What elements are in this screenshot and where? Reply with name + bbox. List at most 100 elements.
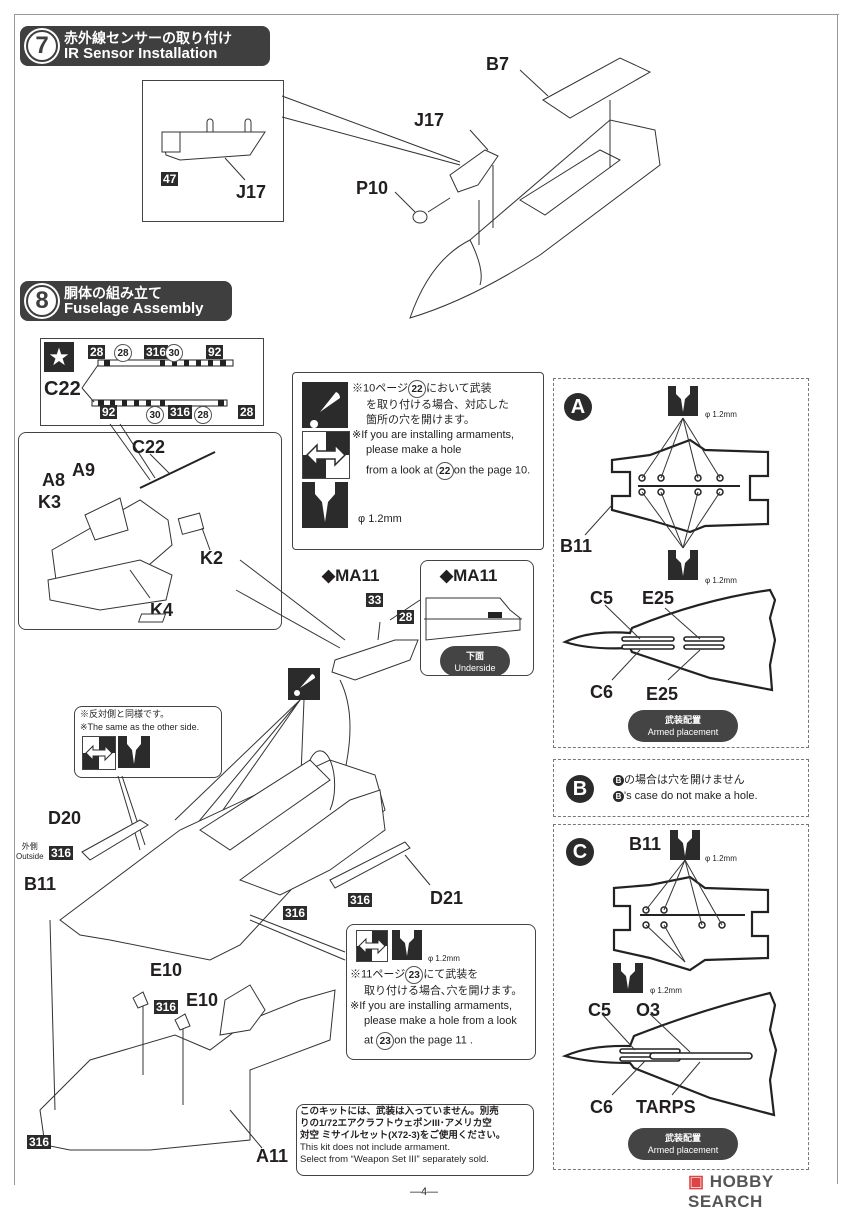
label-e10-b: E10 <box>186 990 219 1010</box>
underside-en: Underside <box>454 663 496 673</box>
panel-b-letter: B <box>566 775 594 803</box>
label-b7: B7 <box>486 54 510 74</box>
decal-code-92: 92 <box>100 405 118 419</box>
decal-code-316: 316 <box>168 405 193 419</box>
watermark: ▣ HOBBY SEARCH <box>688 1172 848 1212</box>
outside-jp: 外側 <box>21 842 38 851</box>
ref-23-circled: 23 <box>376 1032 395 1050</box>
label-c6-c: C6 <box>590 1097 614 1117</box>
label-d21: D21 <box>430 888 464 908</box>
decal-code-28: 28 <box>397 610 415 624</box>
label-j17: J17 <box>414 110 445 130</box>
note2-en-2: please make a hole from a look <box>364 1015 517 1027</box>
kit-note-en-2: Select from “Weapon Set III” separately … <box>300 1154 489 1165</box>
step-7-title-jp: 赤外線センサーの取り付け <box>64 30 232 46</box>
note-en-3a: from a look at <box>366 464 436 477</box>
note2-jp-1b: にて武装を <box>423 968 479 981</box>
decal-diamond-icon: ◆ <box>440 566 454 585</box>
note-jp-3: 箇所の穴を開けます。 <box>366 414 475 426</box>
label-a11: A11 <box>256 1146 289 1166</box>
ref-23-circled: 23 <box>405 966 424 984</box>
pill-en-a: Armed placement <box>647 727 719 737</box>
kit-note-jp-3: 対空 ミサイルセット(X72-3)をご使用ください。 <box>300 1130 506 1141</box>
note2-en-1: ※If you are installing armaments, <box>350 1000 513 1012</box>
kit-note-jp-2: りの1/72エアクラフトウェポンIII･アメリカ空 <box>300 1118 492 1129</box>
ref-22-circled: 22 <box>408 380 427 398</box>
label-b11: B11 <box>24 874 57 894</box>
paint-code-316: 316 <box>154 1000 179 1014</box>
drill-bit-icon <box>392 930 422 960</box>
label-b11-c: B11 <box>629 834 662 854</box>
outside-label: 外側 Outside <box>16 842 44 862</box>
note-en-2: please make a hole <box>366 444 462 456</box>
drill-size-bottom: φ 1.2mm <box>705 576 737 585</box>
both-sides-icon <box>302 431 350 479</box>
hobby-search-logo-icon: ▣ <box>688 1172 710 1191</box>
label-d20: D20 <box>48 808 82 828</box>
drill-bit-icon <box>302 482 348 528</box>
paint-code-316: 316 <box>27 1135 52 1149</box>
note-en-1: ※If you are installing armaments, <box>352 429 515 441</box>
decal-code-28: 28 <box>88 345 106 359</box>
panel-c-letter: C <box>566 838 594 866</box>
kit-note-box <box>296 1104 534 1176</box>
armed-placement-pill-a: 武装配置 Armed placement <box>628 710 738 742</box>
decal-code-33: 33 <box>366 593 384 607</box>
note-jp-1: ※10ページ <box>352 382 409 395</box>
note2-en-3b: on the page 11 . <box>394 1034 473 1047</box>
page-frame-right <box>837 14 838 1184</box>
kit-note-en-1: This kit does not include armament. <box>300 1142 450 1153</box>
drill-size: φ 1.2mm <box>358 513 402 525</box>
note2-jp-1a: ※11ページ <box>350 968 406 981</box>
drill-hole-icon <box>302 382 348 428</box>
step-8-title-en: Fuselage Assembly <box>64 300 204 317</box>
page-frame <box>14 14 839 1185</box>
label-j17-detail: J17 <box>236 182 267 202</box>
armed-placement-pill-c: 武装配置 Armed placement <box>628 1128 738 1160</box>
note-jp-2: を取り付ける場合、対応した <box>366 399 509 411</box>
decal-code-28-circled: 28 <box>114 344 132 362</box>
label-c6-a: C6 <box>590 682 614 702</box>
pill-jp-c: 武装配置 <box>664 1133 701 1143</box>
label-p10: P10 <box>356 178 389 198</box>
label-c22-decal: C22 <box>44 378 81 400</box>
decal-code-92: 92 <box>206 345 224 359</box>
panel-a-letter: A <box>564 393 592 421</box>
underside-jp: 下面 <box>465 651 484 661</box>
kit-note-text: このキットには、武装は入っていません。別売 りの1/72エアクラフトウェポンII… <box>300 1106 505 1166</box>
decal-code-316: 316 <box>144 345 169 359</box>
page-number: —4— <box>409 1186 439 1198</box>
label-a9: A9 <box>72 460 96 480</box>
step-8-header: 8 胴体の組み立て Fuselage Assembly <box>20 281 232 321</box>
decal-ma11-detail-label: ◆MA11 <box>440 566 498 586</box>
drill-bit-icon <box>670 830 700 860</box>
label-c5-c: C5 <box>588 1000 612 1020</box>
label-tarps: TARPS <box>636 1097 696 1117</box>
step-7-number: 7 <box>26 30 58 62</box>
drill-hole-icon <box>288 668 320 700</box>
panel-b <box>553 759 809 817</box>
label-b11-a: B11 <box>560 536 593 556</box>
drill-size-top: φ 1.2mm <box>705 410 737 419</box>
drill-bit-icon <box>668 386 698 416</box>
drill-bit-icon <box>118 736 150 768</box>
both-sides-icon <box>356 930 388 962</box>
decal-star-icon: ★ <box>44 342 74 372</box>
decal-ma11-detail-text: MA11 <box>453 566 498 585</box>
kit-note-jp-1: このキットには、武装は入っていません。別売 <box>300 1106 499 1117</box>
panel-b-en: 's case do not make a hole. <box>624 790 758 802</box>
decal-code-28: 28 <box>238 405 256 419</box>
decal-ma11-label: ◆MA11 <box>322 566 380 586</box>
label-e10-a: E10 <box>150 960 183 980</box>
paint-code-316: 316 <box>49 846 74 860</box>
step-8-title-jp: 胴体の組み立て <box>64 285 162 301</box>
decal-code-28-circled: 28 <box>194 406 212 424</box>
